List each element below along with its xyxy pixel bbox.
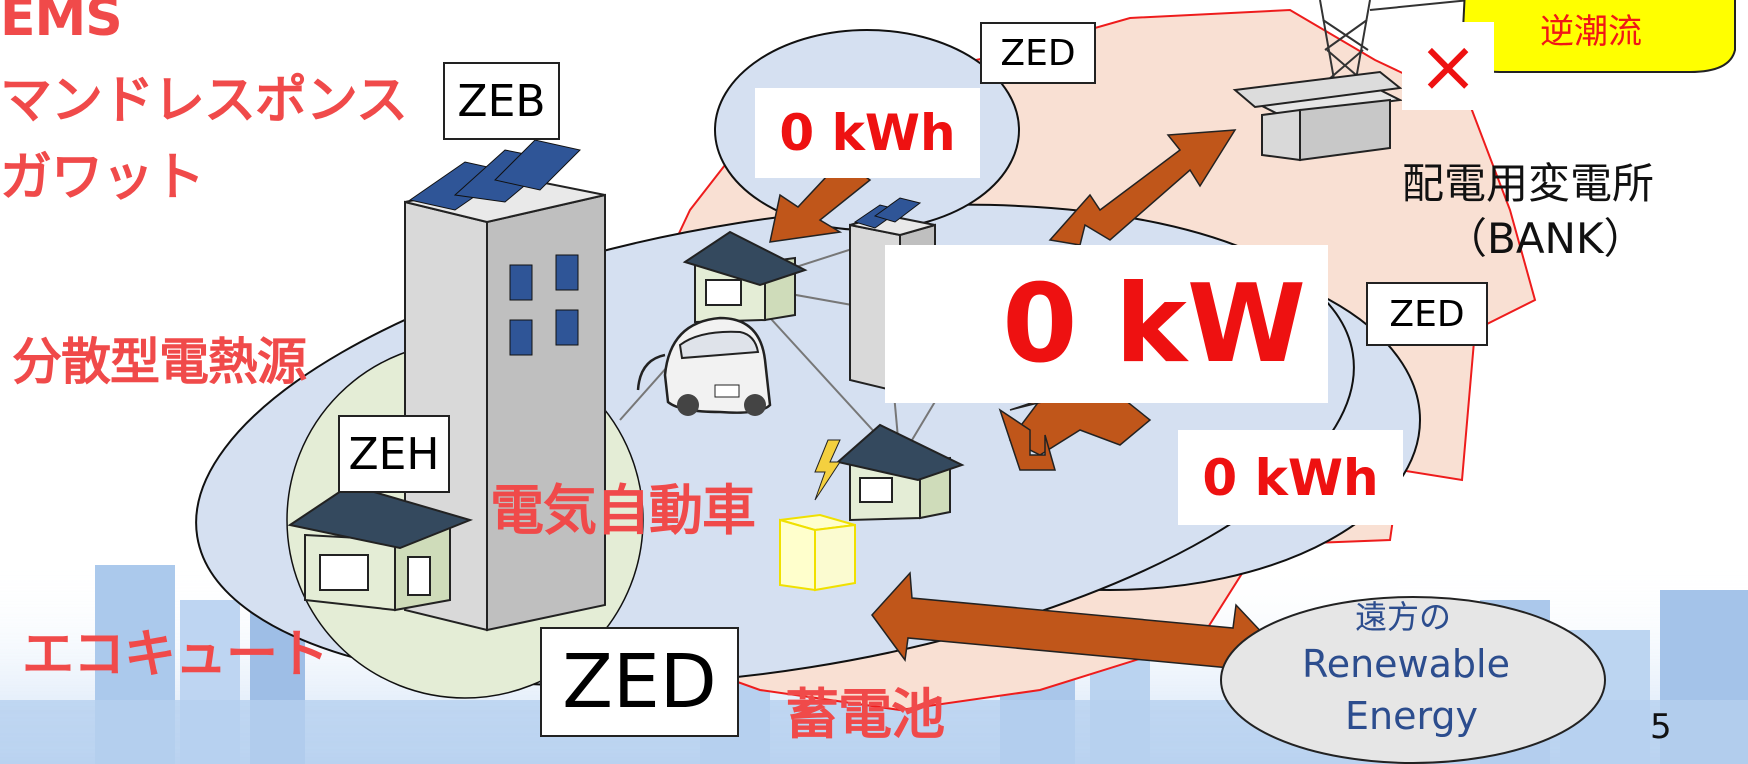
kwh-right-label: 0 kWh <box>1178 430 1403 525</box>
term-ecocute: エコキュート <box>22 625 329 685</box>
zed-main-label: ZED <box>540 627 739 737</box>
substation-label-line2: （BANK） <box>1445 214 1646 263</box>
arrow-substation-link <box>1048 129 1237 246</box>
lightning-icon <box>814 439 841 501</box>
reverse-flow-blocked-icon: × <box>1402 22 1494 110</box>
arrow-center-down-left <box>998 408 1056 471</box>
house-center <box>835 423 965 522</box>
zed-top-label: ZED <box>980 22 1096 84</box>
substation-building <box>1232 70 1404 162</box>
zed-right-label: ZED <box>1366 282 1488 346</box>
remote-renewable-line1: 遠方の <box>1355 598 1452 636</box>
kwh-top-label: 0 kWh <box>755 88 980 178</box>
zeb-label: ZEB <box>443 62 560 140</box>
house-top-left <box>682 230 808 324</box>
term-negawatt: ガワット <box>0 148 205 208</box>
arrow-top-cluster-down <box>769 159 872 243</box>
remote-renewable-line2: Renewable <box>1302 642 1510 686</box>
battery-unit <box>779 513 856 592</box>
kw-center-label: 0 kW <box>885 245 1328 403</box>
remote-renewable-line3: Energy <box>1345 694 1479 738</box>
ev-label: 電気自動車 <box>490 479 756 542</box>
kw-center-value: 0 kW <box>1002 261 1306 387</box>
term-ems: EMS <box>0 0 123 48</box>
zeh-label: ZEH <box>338 415 450 493</box>
substation-label-line1: 配電用変電所 <box>1402 159 1655 208</box>
remote-renewable-ellipse <box>1220 596 1606 764</box>
battery-label: 蓄電池 <box>785 683 945 746</box>
term-distributed-heat-source: 分散型電熱源 <box>12 333 307 391</box>
house-zeh <box>287 483 474 612</box>
ev-car <box>636 316 772 416</box>
reverse-flow-label: 逆潮流 <box>1540 12 1642 52</box>
page-number: 5 <box>1650 707 1672 747</box>
power-flow-arrows <box>769 129 1285 692</box>
term-demand-response: マンドレスポンス <box>0 71 408 131</box>
